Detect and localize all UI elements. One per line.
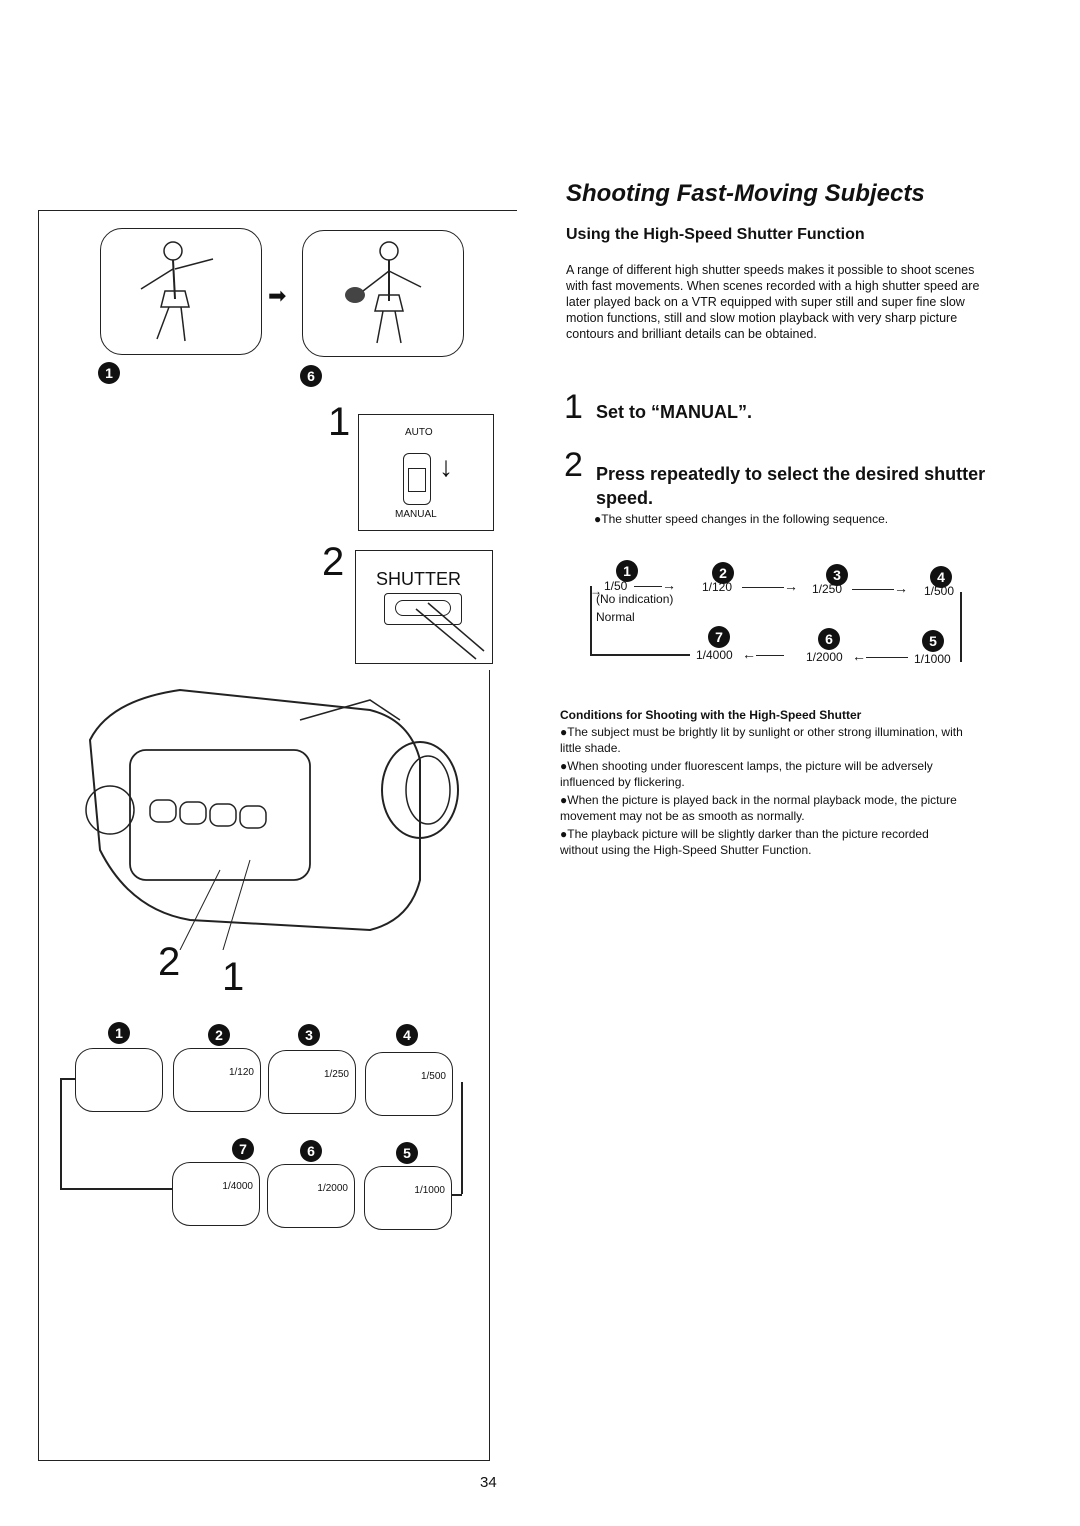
connector [461, 1082, 463, 1194]
seq-marker-3: 3 [826, 564, 848, 586]
frame-1-50 [75, 1048, 163, 1112]
arrow-right-icon: ——→ [634, 577, 676, 593]
step-2-text: Press repeatedly to select the desired s… [596, 464, 986, 508]
section-subtitle: Using the High-Speed Shutter Function [566, 226, 865, 243]
frame-speed-label: 1/4000 [222, 1181, 253, 1192]
frame-marker-2: 2 [208, 1024, 230, 1046]
connector [60, 1188, 172, 1190]
speed-1-500: 1/500 [924, 584, 955, 598]
seq-marker-2: 2 [712, 562, 734, 584]
speed-1-1000: 1/1000 [914, 652, 951, 666]
no-indication-label: (No indication) [596, 592, 674, 606]
connector [590, 654, 690, 656]
frame-speed-label: 1/250 [323, 1069, 349, 1080]
seq-marker-1: 1 [616, 560, 638, 582]
illustration-panel [38, 210, 517, 1461]
pointing-finger-icon [415, 602, 485, 660]
connector [60, 1078, 75, 1080]
arrow-left-icon: ←—— [742, 646, 784, 662]
frame-marker-6: 6 [300, 1140, 322, 1162]
mode-switch[interactable] [403, 453, 431, 505]
frame-speed-label: 1/1000 [414, 1185, 445, 1196]
marker-1-icon: 1 [98, 362, 120, 384]
connector [451, 1194, 462, 1196]
seq-marker-7: 7 [708, 626, 730, 648]
arrow-right-icon: ➡ [268, 283, 287, 308]
frame-1-4000: 1/4000 [172, 1162, 260, 1226]
condition-item: ●The subject must be brightly lit by sun… [560, 725, 963, 755]
frame-marker-5: 5 [396, 1142, 418, 1164]
screen-after [302, 230, 464, 357]
connector [590, 586, 592, 654]
panel-bottom-line [38, 1460, 490, 1461]
switch-manual-label: MANUAL [395, 509, 437, 520]
seq-marker-5: 5 [922, 630, 944, 652]
frame-1-2000: 1/2000 [267, 1164, 355, 1228]
condition-item: ●The playback picture will be slightly d… [560, 827, 929, 857]
step-2-number: 2 [564, 446, 583, 484]
frame-1-250: 1/250 [268, 1050, 356, 1114]
connector [960, 592, 962, 662]
frame-marker-1: 1 [108, 1022, 130, 1044]
shutter-label: SHUTTER [376, 569, 461, 589]
step-1-number: 1 [564, 388, 583, 426]
marker-6-icon: 6 [300, 365, 322, 387]
frame-marker-7: 7 [232, 1138, 254, 1160]
conditions-title: Conditions for Shooting with the High-Sp… [560, 708, 862, 722]
tennis-player-icon [345, 241, 422, 344]
dancer-figure-icon [140, 241, 214, 342]
seq-marker-6: 6 [818, 628, 840, 650]
switch-auto-label: AUTO [405, 427, 433, 438]
frame-1-1000: 1/1000 [364, 1166, 452, 1230]
seq-marker-4: 4 [930, 566, 952, 588]
shutter-button-box: SHUTTER [355, 550, 493, 664]
conditions-list: ●The subject must be brightly lit by sun… [560, 724, 970, 860]
camcorder-callout-1: 1 [222, 955, 245, 999]
page-number: 34 [480, 1474, 497, 1491]
connector [960, 660, 962, 662]
screen-before [100, 228, 262, 355]
frame-speed-label: 1/500 [420, 1071, 446, 1082]
speed-1-2000: 1/2000 [806, 650, 843, 664]
speed-1-120: 1/120 [702, 580, 733, 594]
connector [60, 1078, 62, 1188]
frame-1-120: 1/120 [173, 1048, 261, 1112]
arrow-left-icon: ←——— [852, 648, 908, 664]
camcorder-icon [85, 688, 459, 950]
speed-1-50: 1/50 [604, 579, 628, 593]
intro-paragraph: A range of different high shutter speeds… [566, 263, 980, 341]
speed-1-250: 1/250 [812, 582, 843, 596]
page-title: Shooting Fast-Moving Subjects [566, 180, 925, 207]
condition-item: ●When shooting under fluorescent lamps, … [560, 759, 933, 789]
step-2-note: ●The shutter speed changes in the follow… [594, 512, 889, 526]
frame-speed-label: 1/2000 [317, 1183, 348, 1194]
normal-label: Normal [596, 610, 635, 624]
arrow-right-icon: ———→ [852, 580, 908, 596]
step-1-text: Set to “MANUAL”. [596, 402, 752, 422]
condition-item: ●When the picture is played back in the … [560, 793, 957, 823]
arrow-right-icon: ———→ [742, 578, 798, 594]
mode-switch-box: AUTO ↓ MANUAL [358, 414, 494, 531]
callout-1: 1 [328, 400, 351, 444]
arrow-down-icon: ↓ [439, 451, 453, 482]
arrow-right-icon: → [590, 584, 602, 598]
callout-2: 2 [322, 540, 345, 584]
frame-speed-label: 1/120 [228, 1067, 254, 1078]
frame-marker-3: 3 [298, 1024, 320, 1046]
frame-marker-4: 4 [396, 1024, 418, 1046]
frame-1-500: 1/500 [365, 1052, 453, 1116]
camcorder-callout-2: 2 [158, 940, 181, 984]
panel-divider [489, 670, 490, 1460]
speed-1-4000: 1/4000 [696, 648, 733, 662]
